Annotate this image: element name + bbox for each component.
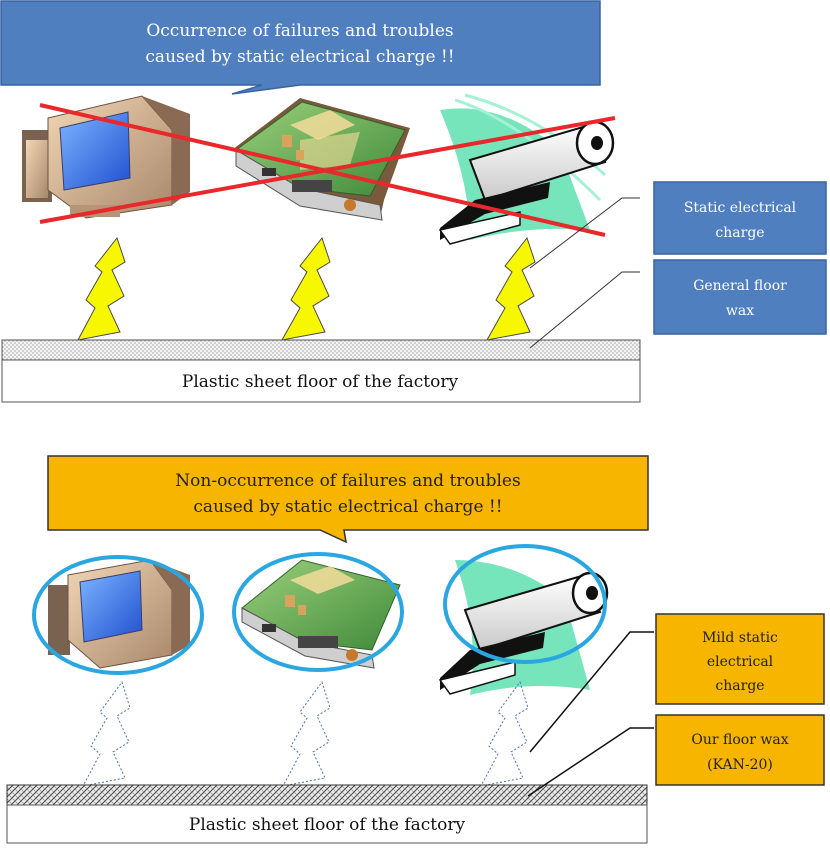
bottom-panel: Non-occurrence of failures and troubles …: [6, 455, 825, 844]
svg-text:Our floor wax: Our floor wax: [691, 732, 788, 748]
svg-text:charge: charge: [715, 225, 764, 241]
svg-text:Static electrical: Static electrical: [684, 200, 797, 216]
bottom-leader-lines: [527, 631, 654, 797]
bottom-callout-line1: Non-occurrence of failures and troubles: [175, 471, 520, 491]
cross-mark-icon: [39, 103, 616, 237]
top-callout-line2: caused by static electrical charge !!: [145, 47, 454, 67]
top-panel: Occurrence of failures and troubles caus…: [0, 0, 827, 403]
top-floor-label: Plastic sheet floor of the factory: [182, 372, 459, 392]
circuit-board-icon: [232, 552, 404, 672]
paper-roll-icon: [438, 93, 615, 245]
bottom-floor: Plastic sheet floor of the factory: [6, 784, 648, 844]
top-label-charge: Static electrical charge: [653, 181, 827, 255]
top-leader-lines: [529, 197, 640, 349]
top-callout-line1: Occurrence of failures and troubles: [146, 21, 453, 41]
top-floor: Plastic sheet floor of the factory: [1, 339, 641, 403]
svg-text:wax: wax: [726, 303, 754, 319]
bottom-callout-line2: caused by static electrical charge !!: [193, 497, 502, 517]
svg-text:Mild static: Mild static: [702, 630, 778, 646]
bottom-floor-label: Plastic sheet floor of the factory: [189, 815, 466, 835]
computer-icon: [32, 555, 204, 675]
top-label-wax: General floor wax: [653, 259, 827, 335]
bottom-label-wax: Our floor wax (KAN-20): [655, 714, 825, 786]
svg-text:electrical: electrical: [707, 654, 774, 670]
circuit-board-icon: [232, 98, 410, 221]
bottom-label-charge: Mild static electrical charge: [655, 613, 825, 705]
lightning-bolt-icon: [77, 236, 536, 341]
svg-text:(KAN-20): (KAN-20): [707, 757, 773, 773]
svg-text:charge: charge: [715, 678, 764, 694]
mild-lightning-bolt-icon: [82, 680, 529, 787]
top-callout: Occurrence of failures and troubles caus…: [0, 0, 601, 95]
svg-text:General floor: General floor: [693, 278, 787, 294]
paper-roll-icon: [438, 544, 609, 695]
bottom-callout: Non-occurrence of failures and troubles …: [47, 455, 649, 544]
